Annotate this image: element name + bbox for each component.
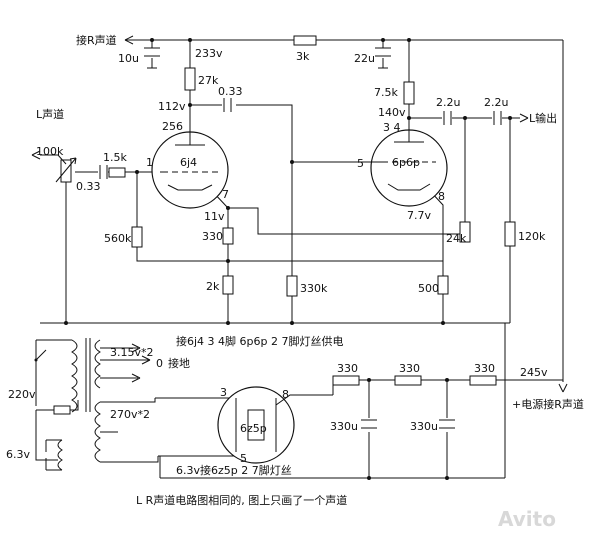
label-500: 500 <box>418 282 439 295</box>
label-heater-note2: 6.3v接6z5p 2 7脚灯丝 <box>176 463 292 477</box>
label-270v: 270v*2 <box>110 408 150 421</box>
label-330-f3: 330 <box>474 362 495 375</box>
label-l-output: L输出 <box>529 111 557 125</box>
resistor-330-f3 <box>469 375 497 386</box>
label-footer: L R声道电路图相同的, 图上只画了一个声道 <box>136 493 347 507</box>
labels: 接R声道 10u 233v 3k 22u 27k 0.33 112v 256 7… <box>6 33 584 531</box>
label-tube-6z5p: 6z5p <box>240 422 267 435</box>
resistor-330 <box>222 227 234 245</box>
junctions <box>64 38 512 480</box>
cap-330u-2 <box>439 419 455 429</box>
label-pins-256: 256 <box>162 120 183 133</box>
label-cap-22u-a: 2.2u <box>436 96 460 109</box>
label-140v: 140v <box>378 106 406 119</box>
label-zero: 0 <box>156 357 163 370</box>
power-switch <box>34 349 47 362</box>
label-330-f2: 330 <box>399 362 420 375</box>
label-3k: 3k <box>296 50 310 63</box>
label-ground: 接地 <box>168 357 190 370</box>
resistor-1-5k <box>108 167 126 178</box>
label-cap-033-top: 0.33 <box>218 85 243 98</box>
resistor-3k <box>293 35 317 46</box>
label-pin7: 7 <box>222 188 229 201</box>
label-cap-033-in: 0.33 <box>76 180 101 193</box>
label-120k: 120k <box>518 230 546 243</box>
tube-6j4 <box>151 122 229 209</box>
label-2k: 2k <box>206 280 220 293</box>
label-cap-22u-b: 2.2u <box>484 96 508 109</box>
fuse <box>53 405 71 415</box>
cap-22u <box>375 47 391 69</box>
label-112v: 112v <box>158 100 186 113</box>
label-pin8: 8 <box>438 190 445 203</box>
resistor-7-5k <box>403 81 415 105</box>
label-heater-note1: 接6j4 3 4脚 6p6p 2 7脚灯丝供电 <box>176 334 344 348</box>
label-100k: 100k <box>36 145 64 158</box>
cap-22u-a <box>443 111 452 125</box>
label-330k: 330k <box>300 282 328 295</box>
potentiometer-100k <box>48 154 77 183</box>
resistor-27k <box>184 67 196 91</box>
resistor-120k <box>504 221 516 247</box>
resistor-330-f1 <box>332 375 360 386</box>
label-pin5: 5 <box>357 157 364 170</box>
label-560k: 560k <box>104 232 132 245</box>
label-rect-pin3: 3 <box>220 386 227 399</box>
label-6-3v: 6.3v <box>6 448 30 461</box>
label-27k: 27k <box>198 74 219 87</box>
cap-033-in <box>99 165 108 179</box>
label-245v: 245v <box>520 366 548 379</box>
cap-10u <box>144 47 160 69</box>
label-220v: 220v <box>8 388 36 401</box>
label-rect-pin5: 5 <box>240 452 247 465</box>
resistor-500 <box>437 275 449 295</box>
label-cap-22u: 22u <box>354 52 375 65</box>
resistor-560k <box>131 226 143 248</box>
resistor-330k <box>286 275 298 297</box>
resistor-330-f2 <box>394 375 422 386</box>
resistor-2k <box>222 275 234 295</box>
label-r-channel-in: 接R声道 <box>76 33 117 47</box>
cap-033-top <box>223 98 232 112</box>
label-tube-6p6p: 6p6p <box>392 156 420 169</box>
cap-22u-b <box>493 111 502 125</box>
label-rect-pin8: 8 <box>282 388 289 401</box>
label-1-5k: 1.5k <box>103 151 127 164</box>
label-pin1: 1 <box>146 156 153 169</box>
label-pins-34: 3 4 <box>383 121 401 134</box>
label-233v: 233v <box>195 47 223 60</box>
arrows <box>31 35 568 393</box>
cap-330u-1 <box>361 419 377 429</box>
label-tube-6j4: 6j4 <box>180 156 197 169</box>
tube-6z5p <box>217 386 300 464</box>
tube-6p6p <box>370 124 448 207</box>
label-l-channel: L声道 <box>36 107 64 121</box>
label-330: 330 <box>202 230 223 243</box>
label-supply-r: +电源接R声道 <box>512 397 584 411</box>
label-cap-10u: 10u <box>118 52 139 65</box>
label-11v: 11v <box>204 210 225 223</box>
label-24k: 24k <box>446 232 467 245</box>
transformer <box>45 338 159 471</box>
label-cap-330u-2: 330u <box>410 420 438 433</box>
resistor-24k <box>459 221 471 243</box>
label-cap-330u-1: 330u <box>330 420 358 433</box>
label-7-5k: 7.5k <box>374 86 398 99</box>
watermark: Avito <box>498 507 556 531</box>
label-3-15v: 3.15v*2 <box>110 346 154 359</box>
label-7-7v: 7.7v <box>407 209 431 222</box>
label-330-f1: 330 <box>337 362 358 375</box>
